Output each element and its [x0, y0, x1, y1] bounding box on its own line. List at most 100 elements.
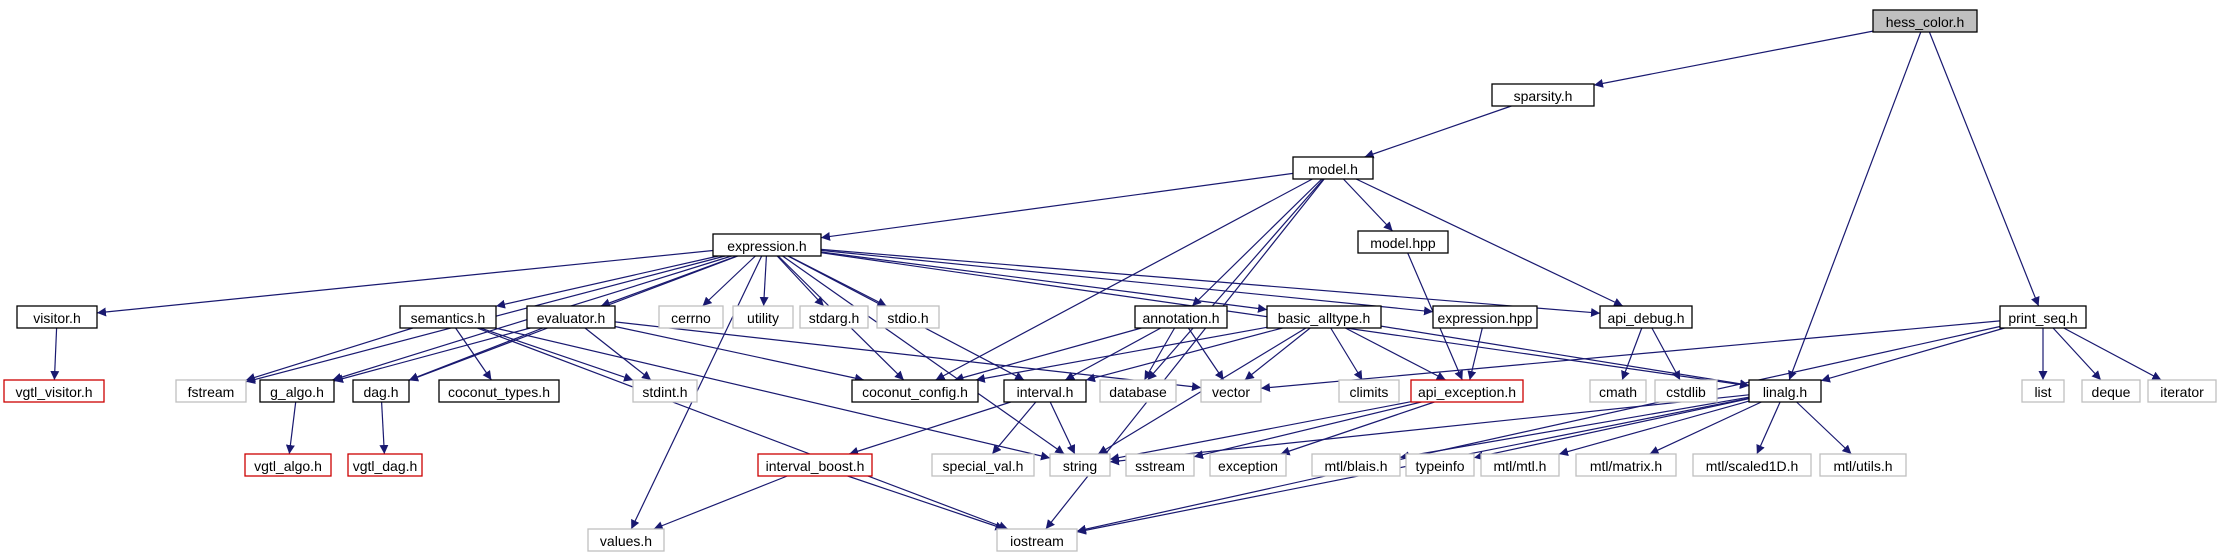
node-box: [175, 379, 247, 403]
edge-basic_alltype-to-api_exception: [1345, 327, 1446, 381]
node-box: [1049, 453, 1111, 477]
node-box[interactable]: [1410, 379, 1524, 403]
edge-hess_color-to-print_seq: [1928, 31, 2040, 307]
node-box: [587, 528, 665, 552]
node-box[interactable]: [526, 305, 616, 329]
node-linalg[interactable]: linalg.h: [1748, 379, 1822, 403]
edge-api_exception-to-string: [1109, 401, 1412, 463]
node-box[interactable]: [438, 379, 560, 403]
node-sparsity[interactable]: sparsity.h: [1491, 83, 1595, 107]
node-box[interactable]: [757, 453, 873, 477]
node-label: model.h: [1308, 161, 1358, 177]
node-label: special_val.h: [943, 458, 1024, 474]
node-label: vgtl_dag.h: [353, 458, 418, 474]
node-model-h[interactable]: model.h: [1292, 156, 1374, 180]
node-stdarg: stdarg.h: [799, 305, 869, 329]
node-vgtl-dag[interactable]: vgtl_dag.h: [347, 453, 423, 477]
node-box[interactable]: [1134, 305, 1228, 329]
node-sstream: sstream: [1125, 453, 1195, 477]
node-vgtl-visitor[interactable]: vgtl_visitor.h: [3, 379, 105, 403]
node-coconut-types[interactable]: coconut_types.h: [438, 379, 560, 403]
node-box[interactable]: [16, 305, 98, 329]
node-print-seq[interactable]: print_seq.h: [1999, 305, 2087, 329]
edge-api_exception-to-sstream: [1193, 401, 1422, 460]
node-box[interactable]: [352, 379, 410, 403]
node-dag[interactable]: dag.h: [352, 379, 410, 403]
node-deque: deque: [2081, 379, 2141, 403]
node-label: fstream: [188, 384, 235, 400]
node-interval[interactable]: interval.h: [1003, 379, 1087, 403]
edge-print_seq-to-vector: [1260, 320, 2001, 392]
node-box[interactable]: [851, 379, 979, 403]
edge-model_h-to-api_debug: [1355, 178, 1624, 307]
node-box[interactable]: [1748, 379, 1822, 403]
node-vector: vector: [1200, 379, 1262, 403]
node-label: interval_boost.h: [766, 458, 865, 474]
edge-api_exception-to-exception: [1280, 401, 1435, 456]
node-api-debug[interactable]: api_debug.h: [1599, 305, 1693, 329]
node-mtl-blais: mtl/blais.h: [1311, 453, 1401, 477]
edge-expression_h-to-stdarg: [776, 255, 825, 307]
node-label: dag.h: [363, 384, 398, 400]
node-box[interactable]: [1266, 305, 1382, 329]
node-interval-boost[interactable]: interval_boost.h: [757, 453, 873, 477]
node-box[interactable]: [1357, 230, 1449, 254]
node-box[interactable]: [259, 379, 335, 403]
node-exception: exception: [1209, 453, 1287, 477]
node-mtl-mtl: mtl/mtl.h: [1480, 453, 1560, 477]
node-box: [658, 305, 724, 329]
node-iostream: iostream: [996, 528, 1078, 552]
node-label: stdarg.h: [809, 310, 860, 326]
node-label: interval.h: [1017, 384, 1074, 400]
node-label: vgtl_visitor.h: [15, 384, 92, 400]
edge-semantics-to-iostream: [476, 327, 1009, 531]
edge-evaluator-to-g_algo: [333, 327, 531, 383]
node-box[interactable]: [244, 453, 332, 477]
node-box[interactable]: [1872, 9, 1978, 33]
edge-interval_boost-to-iostream: [847, 475, 1005, 531]
node-model-hpp[interactable]: model.hpp: [1357, 230, 1449, 254]
node-label: stdint.h: [642, 384, 687, 400]
node-box[interactable]: [347, 453, 423, 477]
node-visitor[interactable]: visitor.h: [16, 305, 98, 329]
node-box[interactable]: [1292, 156, 1374, 180]
node-box[interactable]: [3, 379, 105, 403]
node-basic-alltype[interactable]: basic_alltype.h: [1266, 305, 1382, 329]
edge-expression_h-to-string: [782, 255, 1065, 455]
node-hess-color[interactable]: hess_color.h: [1872, 9, 1978, 33]
node-label: mtl/mtl.h: [1494, 458, 1547, 474]
edge-sparsity-to-model_h: [1364, 105, 1512, 159]
edge-semantics-to-coconut_types: [455, 327, 492, 381]
edge-annotation-to-coconut_config: [954, 327, 1142, 382]
node-label: typeinfo: [1415, 458, 1464, 474]
node-box[interactable]: [1432, 305, 1538, 329]
edge-linalg-to-mtl_scaled1D: [1756, 401, 1781, 455]
node-expression-hpp[interactable]: expression.hpp: [1432, 305, 1538, 329]
node-expression-h[interactable]: expression.h: [712, 233, 822, 257]
edge-semantics-to-fstream: [245, 327, 413, 382]
edge-interval_boost-to-values: [653, 475, 788, 530]
node-box[interactable]: [712, 233, 822, 257]
node-evaluator[interactable]: evaluator.h: [526, 305, 616, 329]
edge-interval-to-special_val: [991, 401, 1037, 455]
node-box[interactable]: [1999, 305, 2087, 329]
node-label: basic_alltype.h: [1278, 310, 1371, 326]
node-coconut-config[interactable]: coconut_config.h: [851, 379, 979, 403]
node-box: [1575, 453, 1677, 477]
node-box[interactable]: [1599, 305, 1693, 329]
node-label: cstdlib: [1666, 384, 1706, 400]
node-box[interactable]: [1491, 83, 1595, 107]
node-box[interactable]: [399, 305, 497, 329]
node-box: [1311, 453, 1401, 477]
node-vgtl-algo[interactable]: vgtl_algo.h: [244, 453, 332, 477]
node-g-algo[interactable]: g_algo.h: [259, 379, 335, 403]
node-semantics[interactable]: semantics.h: [399, 305, 497, 329]
node-annotation[interactable]: annotation.h: [1134, 305, 1228, 329]
node-label: deque: [2092, 384, 2131, 400]
edge-hess_color-to-sparsity: [1593, 30, 1874, 88]
node-label: sparsity.h: [1514, 88, 1573, 104]
node-box: [1338, 379, 1400, 403]
node-box: [1480, 453, 1560, 477]
node-api-exception[interactable]: api_exception.h: [1410, 379, 1524, 403]
node-box[interactable]: [1003, 379, 1087, 403]
